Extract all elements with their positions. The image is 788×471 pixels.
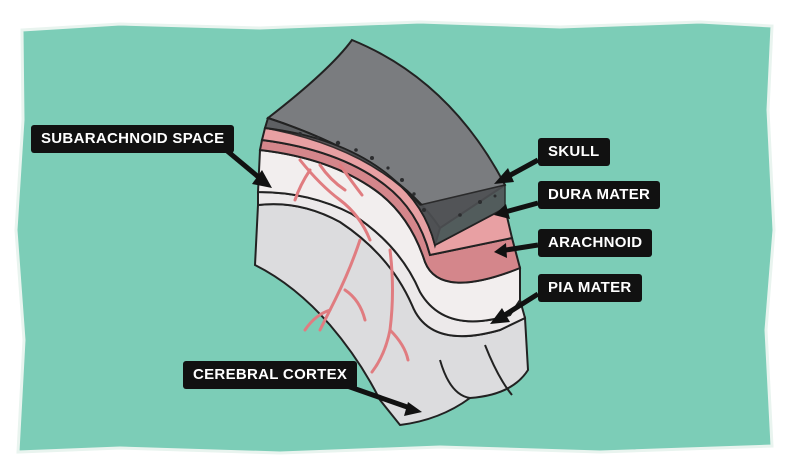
skull-diploe [264, 127, 506, 247]
label-dura-mater: DURA MATER [538, 181, 661, 209]
cortex-sulcus [484, 344, 513, 396]
label-pia-mater: PIA MATER [538, 274, 642, 302]
label-arachnoid: ARACHNOID [538, 229, 653, 257]
skull-pores [298, 132, 497, 217]
blood-vessels [293, 158, 410, 374]
label-skull: SKULL [538, 138, 610, 166]
label-cerebral-cortex: CEREBRAL CORTEX [183, 361, 358, 389]
cortex-sulcus [439, 359, 471, 399]
label-subarachnoid-space: SUBARACHNOID SPACE [31, 125, 235, 153]
